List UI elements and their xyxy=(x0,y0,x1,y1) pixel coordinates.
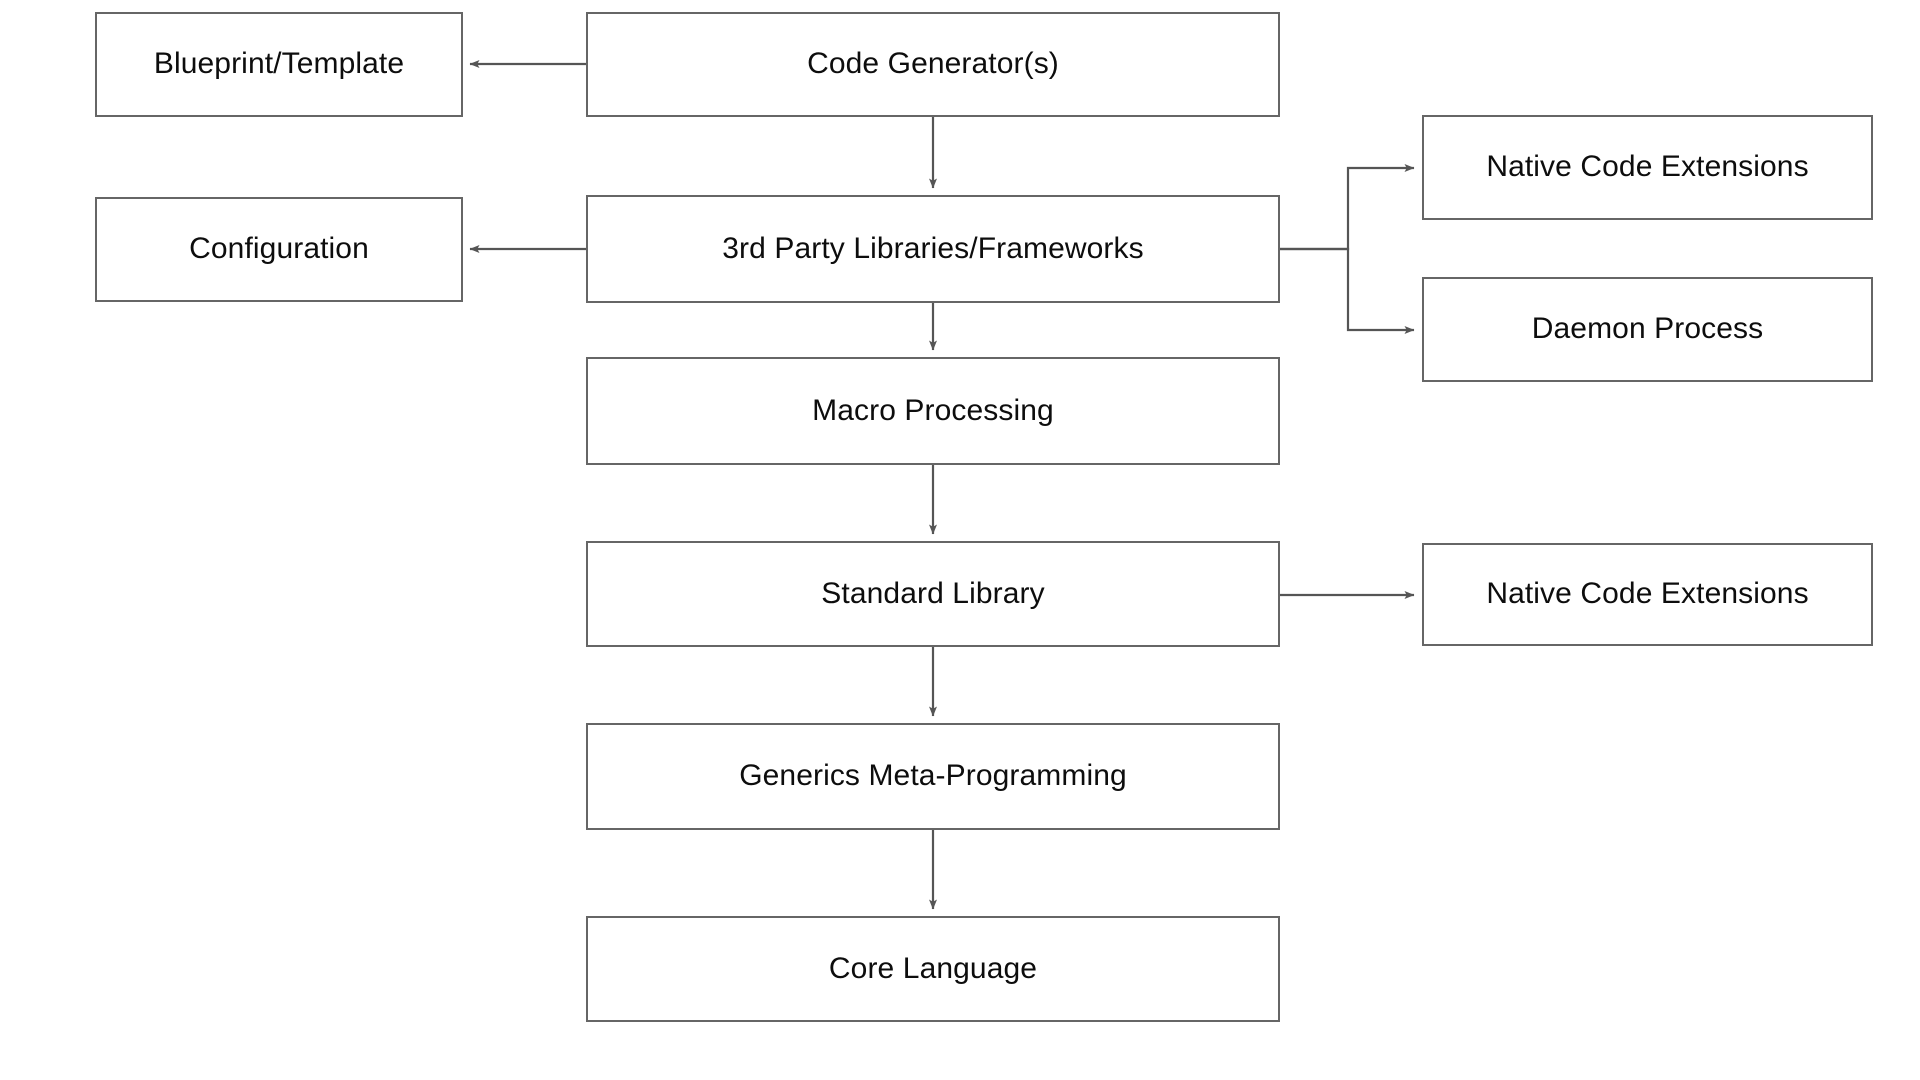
node-label: Core Language xyxy=(828,951,1038,985)
node-blueprint-template[interactable]: Blueprint/Template xyxy=(95,12,463,117)
node-generics-meta-programming[interactable]: Generics Meta-Programming xyxy=(586,723,1280,830)
node-native-code-extensions-top[interactable]: Native Code Extensions xyxy=(1422,115,1873,220)
node-native-code-extensions-bottom[interactable]: Native Code Extensions xyxy=(1422,543,1873,646)
node-label: Macro Processing xyxy=(812,393,1054,427)
node-label: Generics Meta-Programming xyxy=(739,759,1127,793)
node-macro-processing[interactable]: Macro Processing xyxy=(586,357,1280,465)
node-label: Daemon Process xyxy=(1531,312,1764,346)
node-standard-library[interactable]: Standard Library xyxy=(586,541,1280,647)
node-label: Native Code Extensions xyxy=(1486,150,1809,184)
node-label: Code Generator(s) xyxy=(807,47,1059,81)
node-third-party-libraries[interactable]: 3rd Party Libraries/Frameworks xyxy=(586,195,1280,303)
connector-edge_thirdparty_to_native_top xyxy=(1280,164,1415,251)
node-label: Configuration xyxy=(189,232,369,266)
node-core-language[interactable]: Core Language xyxy=(586,916,1280,1022)
node-configuration[interactable]: Configuration xyxy=(95,197,463,302)
node-label: Blueprint/Template xyxy=(153,47,405,81)
node-daemon-process[interactable]: Daemon Process xyxy=(1422,277,1873,382)
node-label: Standard Library xyxy=(821,576,1045,610)
node-label: Native Code Extensions xyxy=(1486,577,1809,611)
node-label: 3rd Party Libraries/Frameworks xyxy=(722,231,1144,265)
node-code-generators[interactable]: Code Generator(s) xyxy=(586,12,1280,117)
connector-edge_thirdparty_to_daemon xyxy=(1280,247,1415,334)
